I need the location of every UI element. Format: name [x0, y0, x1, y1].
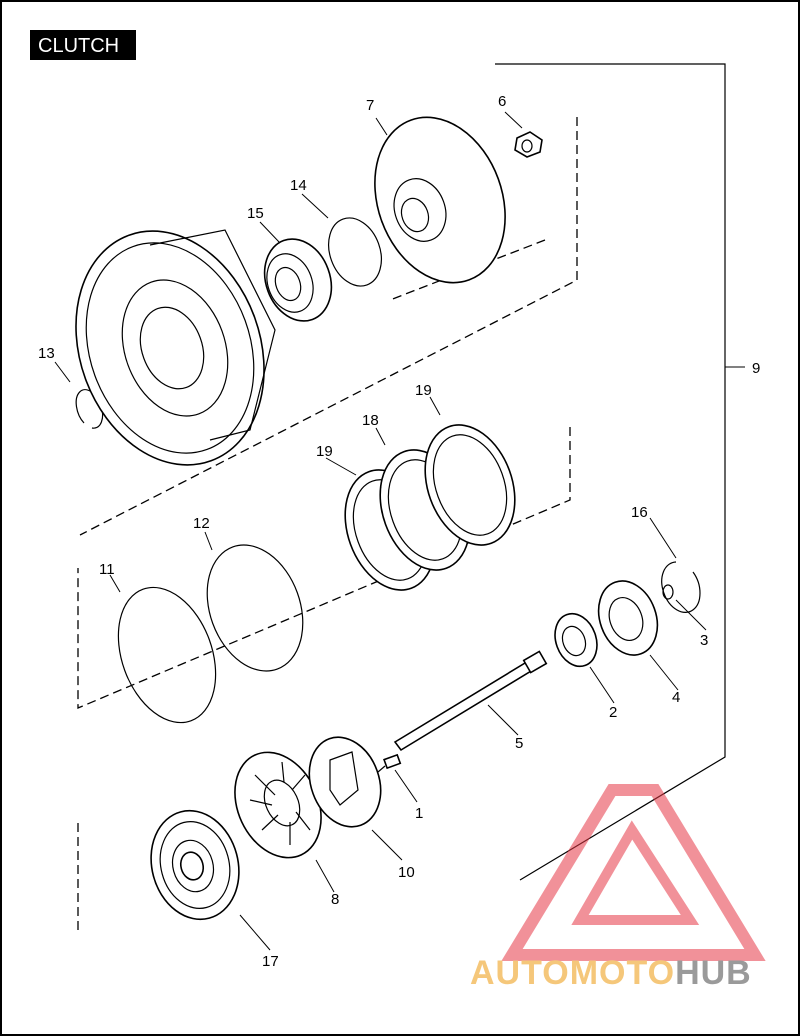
hub-nut-6	[514, 131, 543, 158]
diagram-title: CLUTCH	[38, 35, 119, 57]
automotohub-logo-icon	[501, 784, 766, 961]
bearing-15	[263, 238, 333, 322]
clutch-shell	[75, 229, 276, 466]
dashed-group-outlines	[77, 117, 578, 930]
title-box: CLUTCH	[30, 30, 136, 60]
callout-4: 4	[672, 689, 680, 706]
callout-7: 7	[366, 97, 374, 114]
assembly-bracket-9	[495, 63, 745, 881]
retaining-ring-14	[328, 217, 382, 287]
callout-13: 13	[38, 345, 55, 362]
callout-11: 11	[99, 561, 115, 578]
callout-18: 18	[362, 412, 379, 429]
callout-19-front: 19	[316, 443, 333, 460]
clutch-hub-7	[374, 116, 506, 284]
callout-15: 15	[247, 205, 264, 222]
bearing-2	[554, 612, 598, 668]
spring-seat-10	[308, 736, 382, 828]
callout-3: 3	[700, 632, 708, 649]
o-ring-12	[206, 544, 304, 672]
watermark-text: AUTOMOTOHUB	[470, 954, 752, 992]
callout-5: 5	[515, 735, 523, 752]
watermark-text-hub: HUB	[675, 954, 752, 992]
retaining-ring-3	[662, 584, 674, 600]
callout-14: 14	[290, 177, 307, 194]
callout-1: 1	[415, 805, 423, 822]
callout-12: 12	[193, 515, 210, 532]
adjuster-4	[597, 580, 659, 656]
callout-19-rear: 19	[415, 382, 432, 399]
leader-lines	[54, 111, 707, 951]
pressure-plate-17	[150, 809, 240, 921]
callout-6: 6	[498, 93, 506, 110]
pushrod-5	[393, 650, 548, 752]
callout-16: 16	[631, 504, 648, 521]
watermark-text-automoto: AUTOMOTO	[470, 954, 675, 992]
callout-17: 17	[262, 953, 279, 970]
callout-8: 8	[331, 891, 339, 908]
callout-numbers: 7 6 14 15 13 9 19 18 19 12 16 11 3 4 2 5…	[38, 93, 760, 970]
diaphragm-spring-8	[234, 751, 322, 859]
o-ring-11	[117, 586, 217, 724]
callout-2: 2	[609, 704, 617, 721]
callout-9: 9	[752, 360, 760, 377]
adjusting-screw-1	[377, 753, 402, 773]
callout-10: 10	[398, 864, 415, 881]
snap-ring-16	[661, 561, 701, 613]
friction-plate-19-rear	[424, 424, 516, 546]
